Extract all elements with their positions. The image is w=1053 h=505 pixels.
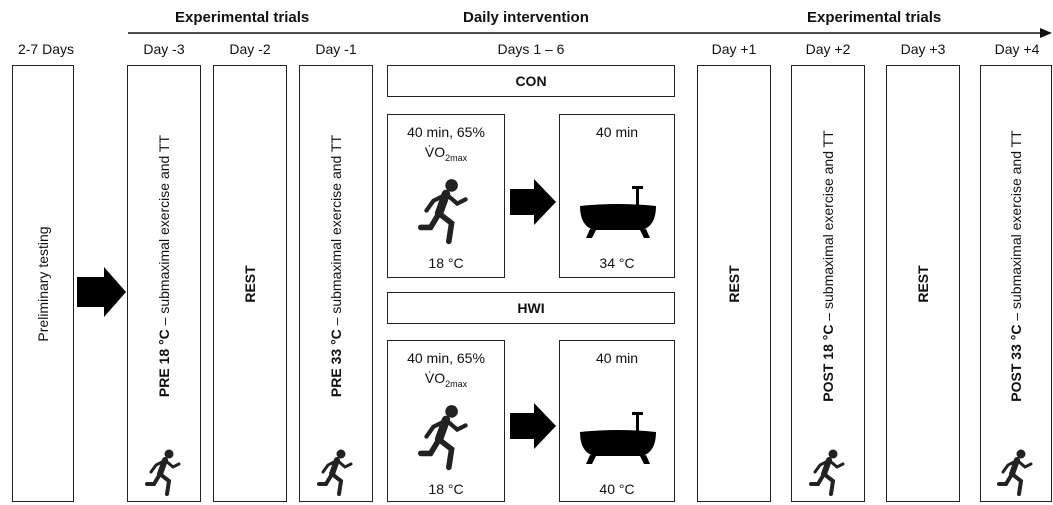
column-post-33-text: POST 33 °C – submaximal exercise and TT	[1008, 130, 1024, 402]
runner-icon	[418, 179, 468, 245]
header-experimental-trials-left: Experimental trials	[175, 9, 310, 26]
day-label-plus2: Day +2	[805, 41, 851, 57]
hwi-bath-temp: 40 °C	[599, 481, 635, 497]
runner-icon	[418, 405, 468, 471]
con-exercise-temp: 18 °C	[428, 255, 464, 271]
column-pre-33: PRE 33 °C – submaximal exercise and TT	[299, 65, 373, 502]
con-exercise-box: 40 min, 65% V̇O2max 18 °C	[387, 114, 505, 278]
hwi-exercise-temp: 18 °C	[428, 481, 464, 497]
runner-icon	[145, 449, 181, 496]
con-exercise-vo2: V̇O2max	[424, 144, 468, 163]
con-exercise-duration: 40 min, 65%	[407, 124, 485, 140]
con-label: CON	[515, 73, 547, 89]
con-bath-box: 40 min 34 °C	[559, 114, 675, 278]
column-rest-3: REST	[886, 65, 960, 502]
arrow-right-icon	[77, 267, 126, 317]
hwi-exercise-box: 40 min, 65% V̇O2max 18 °C	[387, 340, 505, 502]
hwi-label: HWI	[517, 300, 545, 316]
day-label-minus3: Day -3	[143, 41, 185, 57]
runner-icon	[997, 449, 1033, 496]
column-rest-1-text: REST	[242, 264, 258, 303]
column-post-18: POST 18 °C – submaximal exercise and TT	[791, 65, 865, 502]
header-daily-intervention: Daily intervention	[463, 9, 589, 26]
column-preliminary: Preliminary testing	[12, 65, 74, 502]
column-pre-18: PRE 18 °C – submaximal exercise and TT	[127, 65, 201, 502]
arrow-right-icon	[510, 179, 556, 225]
day-label-days1-6: Days 1 – 6	[497, 41, 565, 57]
day-label-plus3: Day +3	[900, 41, 946, 57]
day-label-minus2: Day -2	[229, 41, 271, 57]
column-rest-3-text: REST	[915, 264, 931, 303]
bathtub-icon	[580, 186, 656, 238]
runner-icon	[317, 449, 353, 496]
column-preliminary-text: Preliminary testing	[35, 225, 51, 342]
runner-icon	[809, 449, 845, 496]
hwi-exercise-vo2: V̇O2max	[424, 370, 468, 389]
hwi-label-box: HWI	[387, 292, 675, 324]
day-label-plus1: Day +1	[711, 41, 757, 57]
column-rest-2-text: REST	[726, 264, 742, 303]
con-label-box: CON	[387, 65, 675, 97]
day-label-plus4: Day +4	[994, 41, 1040, 57]
bathtub-icon	[580, 412, 656, 464]
con-bath-temp: 34 °C	[599, 255, 635, 271]
hwi-bath-time: 40 min	[595, 350, 639, 366]
column-post-33: POST 33 °C – submaximal exercise and TT	[980, 65, 1052, 502]
header-experimental-trials-right: Experimental trials	[807, 9, 942, 26]
con-bath-time: 40 min	[595, 124, 639, 140]
hwi-exercise-duration: 40 min, 65%	[407, 350, 485, 366]
column-pre-18-text: PRE 18 °C – submaximal exercise and TT	[156, 135, 172, 398]
column-rest-1: REST	[213, 65, 287, 502]
arrow-right-icon	[510, 403, 556, 449]
column-pre-33-text: PRE 33 °C – submaximal exercise and TT	[328, 135, 344, 398]
day-label-minus1: Day -1	[315, 41, 357, 57]
day-label-prelim: 2-7 Days	[17, 41, 75, 57]
column-rest-2: REST	[697, 65, 771, 502]
hwi-bath-box: 40 min 40 °C	[559, 340, 675, 502]
column-post-18-text: POST 18 °C – submaximal exercise and TT	[820, 130, 836, 402]
